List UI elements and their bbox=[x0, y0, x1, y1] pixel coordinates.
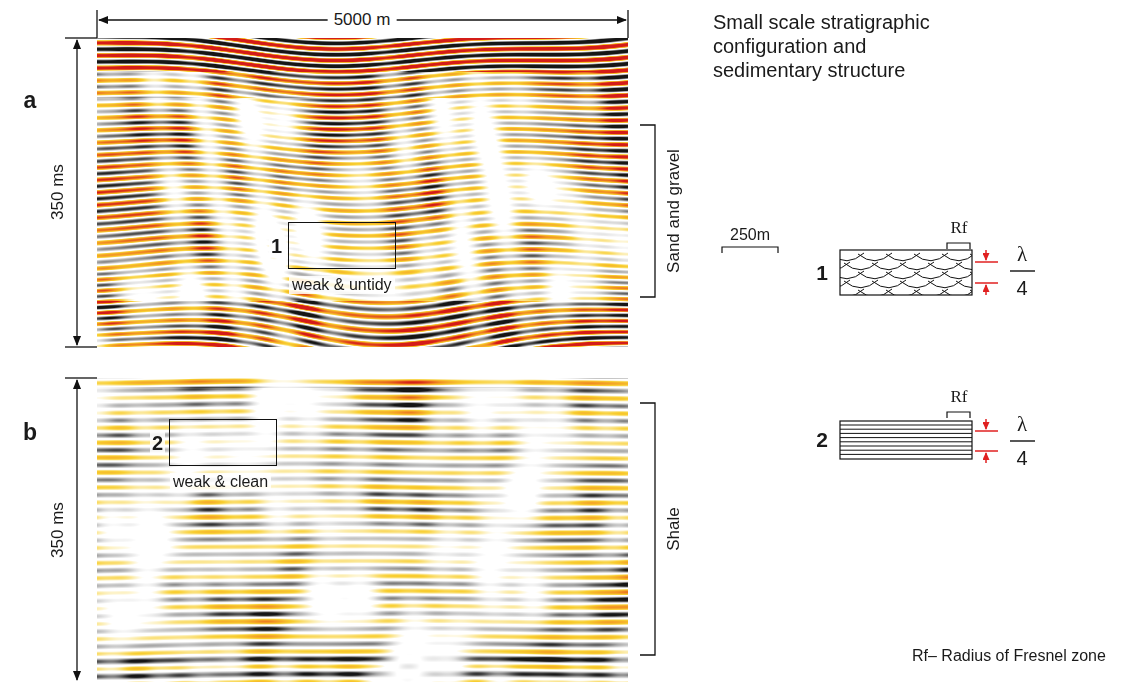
lamina-line bbox=[840, 429, 972, 430]
sketch-number: 2 bbox=[816, 428, 828, 452]
fraction-denominator: 4 bbox=[1016, 277, 1027, 300]
lithology-label: Shale bbox=[664, 507, 684, 550]
lithology-label: Sand and gravel bbox=[664, 149, 684, 273]
sketch-box bbox=[840, 250, 972, 295]
seismic-section bbox=[97, 38, 628, 347]
thickness-marker bbox=[975, 250, 998, 463]
cross-bed-trough bbox=[840, 271, 864, 279]
sketch-number: 1 bbox=[816, 261, 828, 285]
lamina-line bbox=[840, 441, 972, 442]
scale-label: 250m bbox=[730, 226, 770, 244]
lamina-line bbox=[840, 454, 972, 455]
bracket bbox=[640, 125, 655, 297]
lamina-line bbox=[840, 437, 972, 438]
cross-bed-trough bbox=[886, 289, 920, 295]
sketch-box bbox=[840, 421, 972, 459]
callout-caption: weak & clean bbox=[170, 473, 271, 491]
cross-bedding-sketch bbox=[840, 253, 972, 295]
panel-letter: b bbox=[23, 419, 37, 445]
dimension-line bbox=[65, 378, 97, 680]
dimension-label: 5000 m bbox=[328, 10, 397, 30]
cross-bed-trough bbox=[858, 289, 892, 295]
lamina-line bbox=[840, 433, 972, 434]
dimension-label: 350 ms bbox=[48, 502, 68, 558]
fresnel-symbol: Rf bbox=[951, 387, 968, 407]
seismic-section bbox=[97, 378, 628, 682]
scale-bracket bbox=[947, 412, 970, 418]
cross-bed-trough bbox=[956, 262, 972, 270]
cross-bed-trough bbox=[956, 280, 972, 288]
fresnel-symbol: Rf bbox=[951, 218, 968, 238]
lamina-line bbox=[840, 425, 972, 426]
callout-box: 1weak & untidy bbox=[288, 222, 396, 269]
scale-bracket bbox=[722, 247, 778, 253]
cross-bed-trough bbox=[942, 271, 972, 279]
scale-bracket bbox=[947, 243, 970, 249]
key-note: Rf– Radius of Fresnel zone bbox=[912, 647, 1106, 665]
cross-bed-trough bbox=[840, 253, 864, 261]
bracket bbox=[640, 403, 655, 655]
callout-caption: weak & untidy bbox=[289, 276, 395, 294]
fraction-bar bbox=[1010, 271, 1035, 441]
cross-bed-trough bbox=[942, 289, 972, 295]
dimension-label: 350 ms bbox=[48, 164, 68, 220]
callout-number: 1 bbox=[269, 234, 284, 257]
callout-box: 2weak & clean bbox=[169, 419, 277, 466]
fraction-denominator: 4 bbox=[1016, 447, 1027, 470]
dimension-line bbox=[97, 10, 628, 38]
cross-bed-trough bbox=[914, 289, 948, 295]
lamina-line bbox=[840, 450, 972, 451]
dimension-line bbox=[65, 38, 97, 347]
panel-letter: a bbox=[24, 87, 37, 113]
wavelength-symbol: λ bbox=[1017, 242, 1027, 266]
figure-title: Small scale stratigraphic configuration … bbox=[713, 10, 975, 82]
parallel-lamination-sketch bbox=[840, 425, 972, 454]
cross-bed-trough bbox=[942, 253, 972, 261]
lamina-line bbox=[840, 446, 972, 447]
wavelength-symbol: λ bbox=[1017, 412, 1027, 436]
callout-number: 2 bbox=[150, 431, 165, 454]
